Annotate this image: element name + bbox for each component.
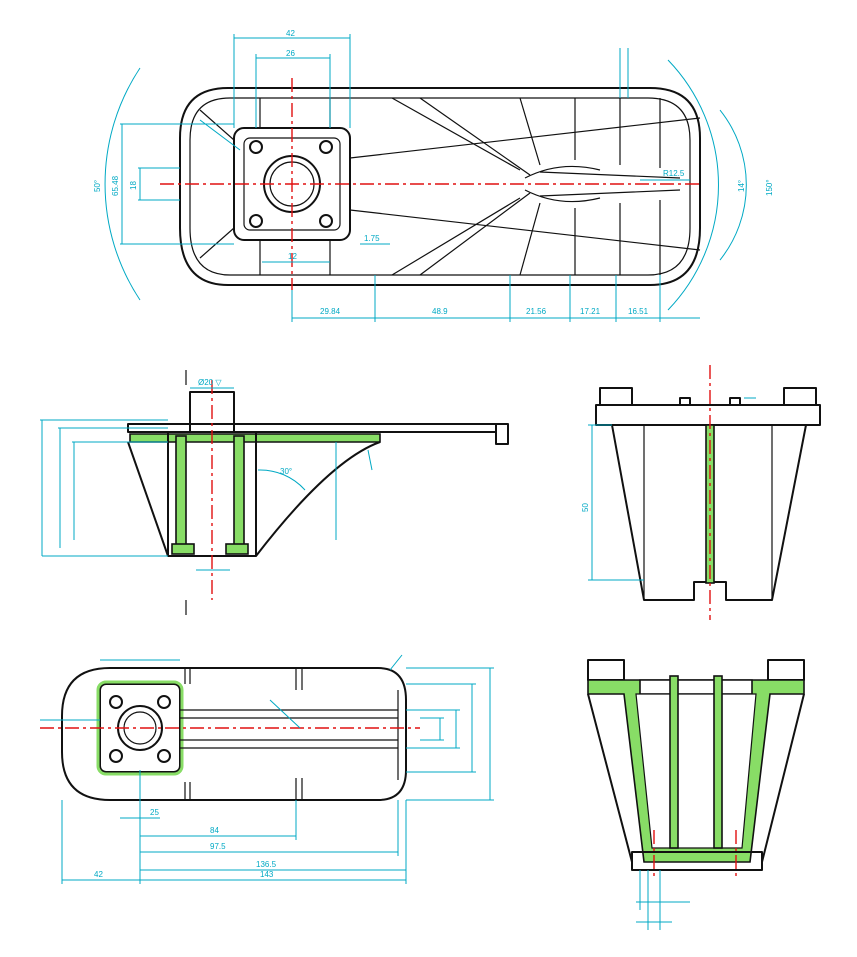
dim-front-phi20: Ø20 ▽ (198, 378, 222, 387)
dim-top-29-84: 29.84 (320, 307, 341, 316)
bottom-view: 25 84 97.5 136.5 143 42 (40, 654, 494, 884)
front-foot-left (171, 543, 195, 555)
end-top-block-left (587, 659, 625, 681)
top-view-dimensions (104, 34, 747, 322)
dim-bottom-143: 143 (260, 870, 274, 879)
end-outer-taper (587, 693, 805, 863)
dim-top-26: 26 (286, 49, 295, 58)
top-view-outline (179, 87, 701, 286)
top-view-labels: 42 26 50° 65.48 18 1.75 12 29.84 48.9 21… (93, 29, 774, 316)
right-dimensions (588, 397, 756, 581)
dim-top-1-75: 1.75 (364, 234, 380, 243)
dim-top-42: 42 (286, 29, 295, 38)
dim-top-12: 12 (288, 252, 297, 261)
front-wall-right (233, 435, 245, 547)
bottom-view-outline (61, 667, 407, 801)
front-plate (127, 423, 497, 433)
end-rib-right (713, 675, 723, 849)
mount-hole-br (319, 214, 333, 228)
end-section-inner (635, 693, 757, 849)
dim-top-16-51: 16.51 (628, 307, 649, 316)
bottom-view-labels: 25 84 97.5 136.5 143 42 (94, 808, 277, 879)
mount-hole-bl (249, 214, 263, 228)
dim-top-r12-5: R12.5 (663, 169, 685, 178)
end-section-cavity (639, 679, 753, 695)
right-top-plate (595, 404, 821, 426)
dim-bottom-42: 42 (94, 870, 103, 879)
dim-bottom-84: 84 (210, 826, 219, 835)
right-top-block-right (783, 387, 817, 406)
bottom-view-ribs (180, 668, 399, 800)
mount-hole-tr (319, 140, 333, 154)
dim-bottom-136-5: 136.5 (256, 860, 277, 869)
dim-bottom-97-5: 97.5 (210, 842, 226, 851)
dim-front-30deg: 30° (280, 467, 292, 476)
dim-top-50deg: 50° (93, 180, 102, 192)
top-view: 42 26 50° 65.48 18 1.75 12 29.84 48.9 21… (93, 29, 774, 322)
bottom-dimensions (40, 654, 494, 884)
dim-top-48-9: 48.9 (432, 307, 448, 316)
front-plate-end (495, 423, 509, 445)
right-top-block-left (599, 387, 633, 406)
end-dimensions (636, 870, 690, 930)
right-top-tab-right (729, 397, 741, 406)
dim-top-150deg: 150° (765, 179, 774, 196)
front-gusset-right (255, 441, 381, 557)
dim-right-50: 50 (581, 503, 590, 512)
right-side-view: 50 (581, 365, 821, 620)
end-rib-left (669, 675, 679, 849)
dim-top-18: 18 (129, 181, 138, 190)
bottom-hole-tr (157, 695, 171, 709)
bottom-hole-tl (109, 695, 123, 709)
mount-hole-tl (249, 140, 263, 154)
front-wall-left (175, 435, 187, 547)
front-dimensions (40, 387, 373, 571)
dim-top-21-56: 21.56 (526, 307, 547, 316)
top-view-inner-outline (189, 97, 691, 276)
front-foot-right (225, 543, 249, 555)
dim-top-14deg: 14° (737, 180, 746, 192)
front-section-view: Ø20 ▽ 30° (40, 370, 509, 615)
dim-top-17-21: 17.21 (580, 307, 601, 316)
bottom-hole-bl (109, 749, 123, 763)
dim-bottom-25: 25 (150, 808, 159, 817)
bottom-hole-br (157, 749, 171, 763)
end-top-block-right (767, 659, 805, 681)
end-base (631, 851, 763, 871)
front-gusset-left (127, 441, 169, 557)
right-top-tab-left (679, 397, 691, 406)
top-view-ribs (199, 97, 701, 276)
end-section-view (587, 659, 805, 930)
dim-top-65-48: 65.48 (111, 175, 120, 196)
